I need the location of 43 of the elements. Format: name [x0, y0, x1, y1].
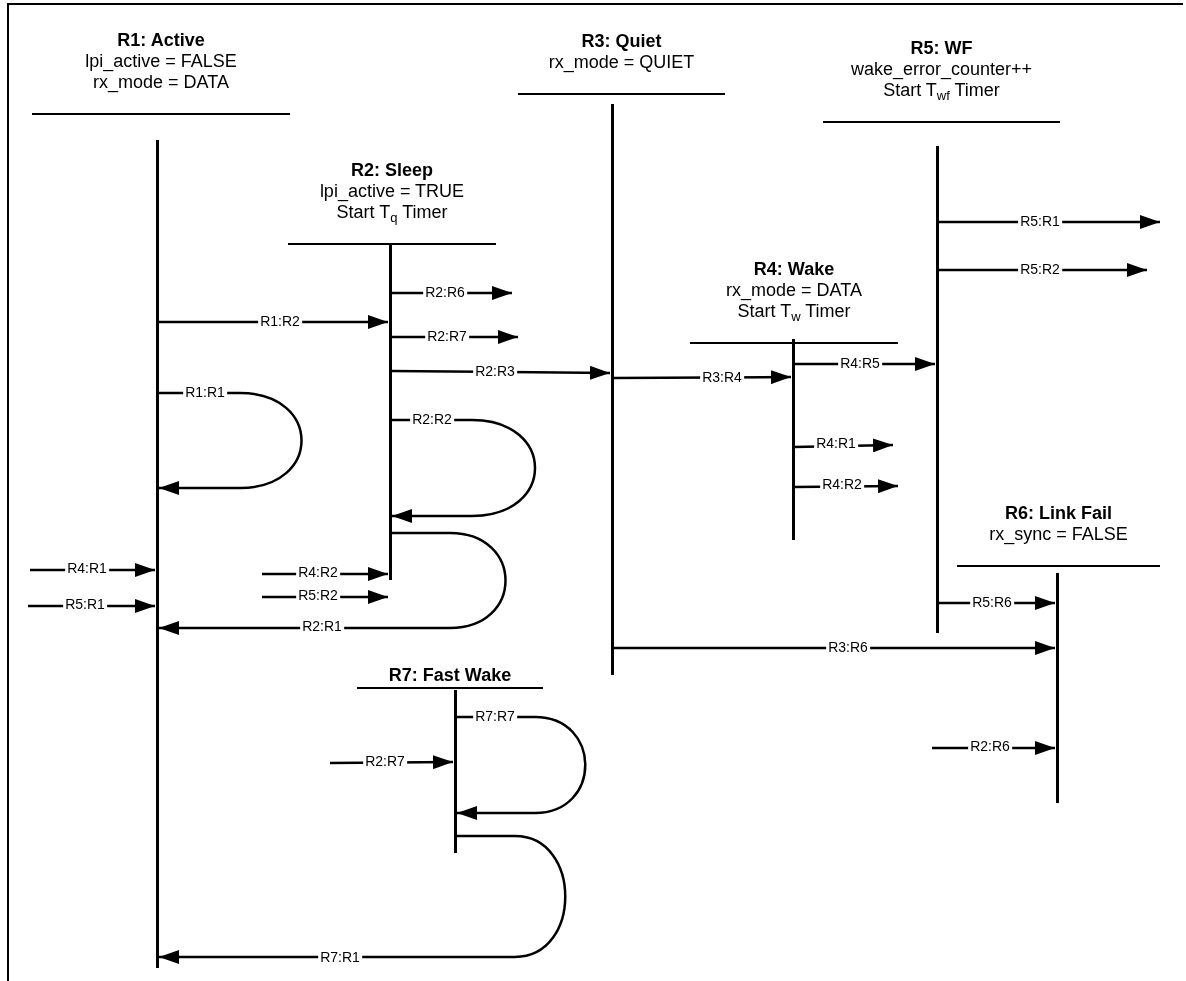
- arrow: [613, 641, 1055, 655]
- edge-label: R4:R1: [65, 560, 109, 576]
- state-action: rx_mode = QUIET: [548, 52, 695, 73]
- edge-label: R5:R6: [970, 594, 1014, 610]
- state-action: Start T$_{w}$ Timer: [737, 301, 851, 322]
- state-name: R5: WF: [910, 38, 973, 59]
- edge-label: R1:R2: [258, 313, 302, 329]
- state-action: Start T$_{wf}$ Timer: [883, 80, 1000, 101]
- state-action: Start T$_{q}$ Timer: [336, 202, 448, 223]
- edge-label: R7:R7: [473, 708, 517, 724]
- arrow: [159, 834, 567, 964]
- edge-label: R5:R2: [296, 587, 340, 603]
- edge-label: R1:R1: [183, 384, 227, 400]
- edge-label: R2:R6: [423, 284, 467, 300]
- edge-label: R4:R1: [814, 435, 858, 451]
- state-action: lpi_active = FALSE: [85, 51, 237, 72]
- state-name: R1: Active: [117, 30, 205, 51]
- edge-label: R2:R2: [410, 411, 454, 427]
- edge-label: R5:R2: [1018, 261, 1062, 277]
- state-action: rx_sync = FALSE: [989, 524, 1128, 545]
- edge-label: R4:R2: [296, 564, 340, 580]
- edge-label: R5:R1: [1018, 213, 1062, 229]
- edge-label: R2:R3: [473, 363, 517, 379]
- state-name: R3: Quiet: [581, 31, 662, 52]
- edge-label: R2:R7: [425, 328, 469, 344]
- edge-label: R2:R1: [300, 618, 344, 634]
- edge-label: R2:R6: [968, 738, 1012, 754]
- state-action: wake_error_counter++: [850, 59, 1033, 80]
- state-name: R4: Wake: [753, 259, 835, 280]
- edge-label: R5:R1: [63, 596, 107, 612]
- state-name: R7: Fast Wake: [388, 665, 512, 686]
- edge-label: R3:R4: [700, 369, 744, 385]
- edge-label: R4:R2: [820, 476, 864, 492]
- state-name: R6: Link Fail: [1005, 503, 1112, 524]
- arrow: [159, 531, 507, 635]
- state-name: R2: Sleep: [351, 160, 433, 181]
- edge-label: R7:R1: [318, 949, 362, 965]
- state-action: lpi_active = TRUE: [319, 181, 465, 202]
- state-action: rx_mode = DATA: [93, 72, 229, 93]
- edge-label: R3:R6: [826, 639, 870, 655]
- edge-label: R2:R7: [363, 753, 407, 769]
- state-action: rx_mode = DATA: [726, 280, 862, 301]
- edge-label: R4:R5: [838, 355, 882, 371]
